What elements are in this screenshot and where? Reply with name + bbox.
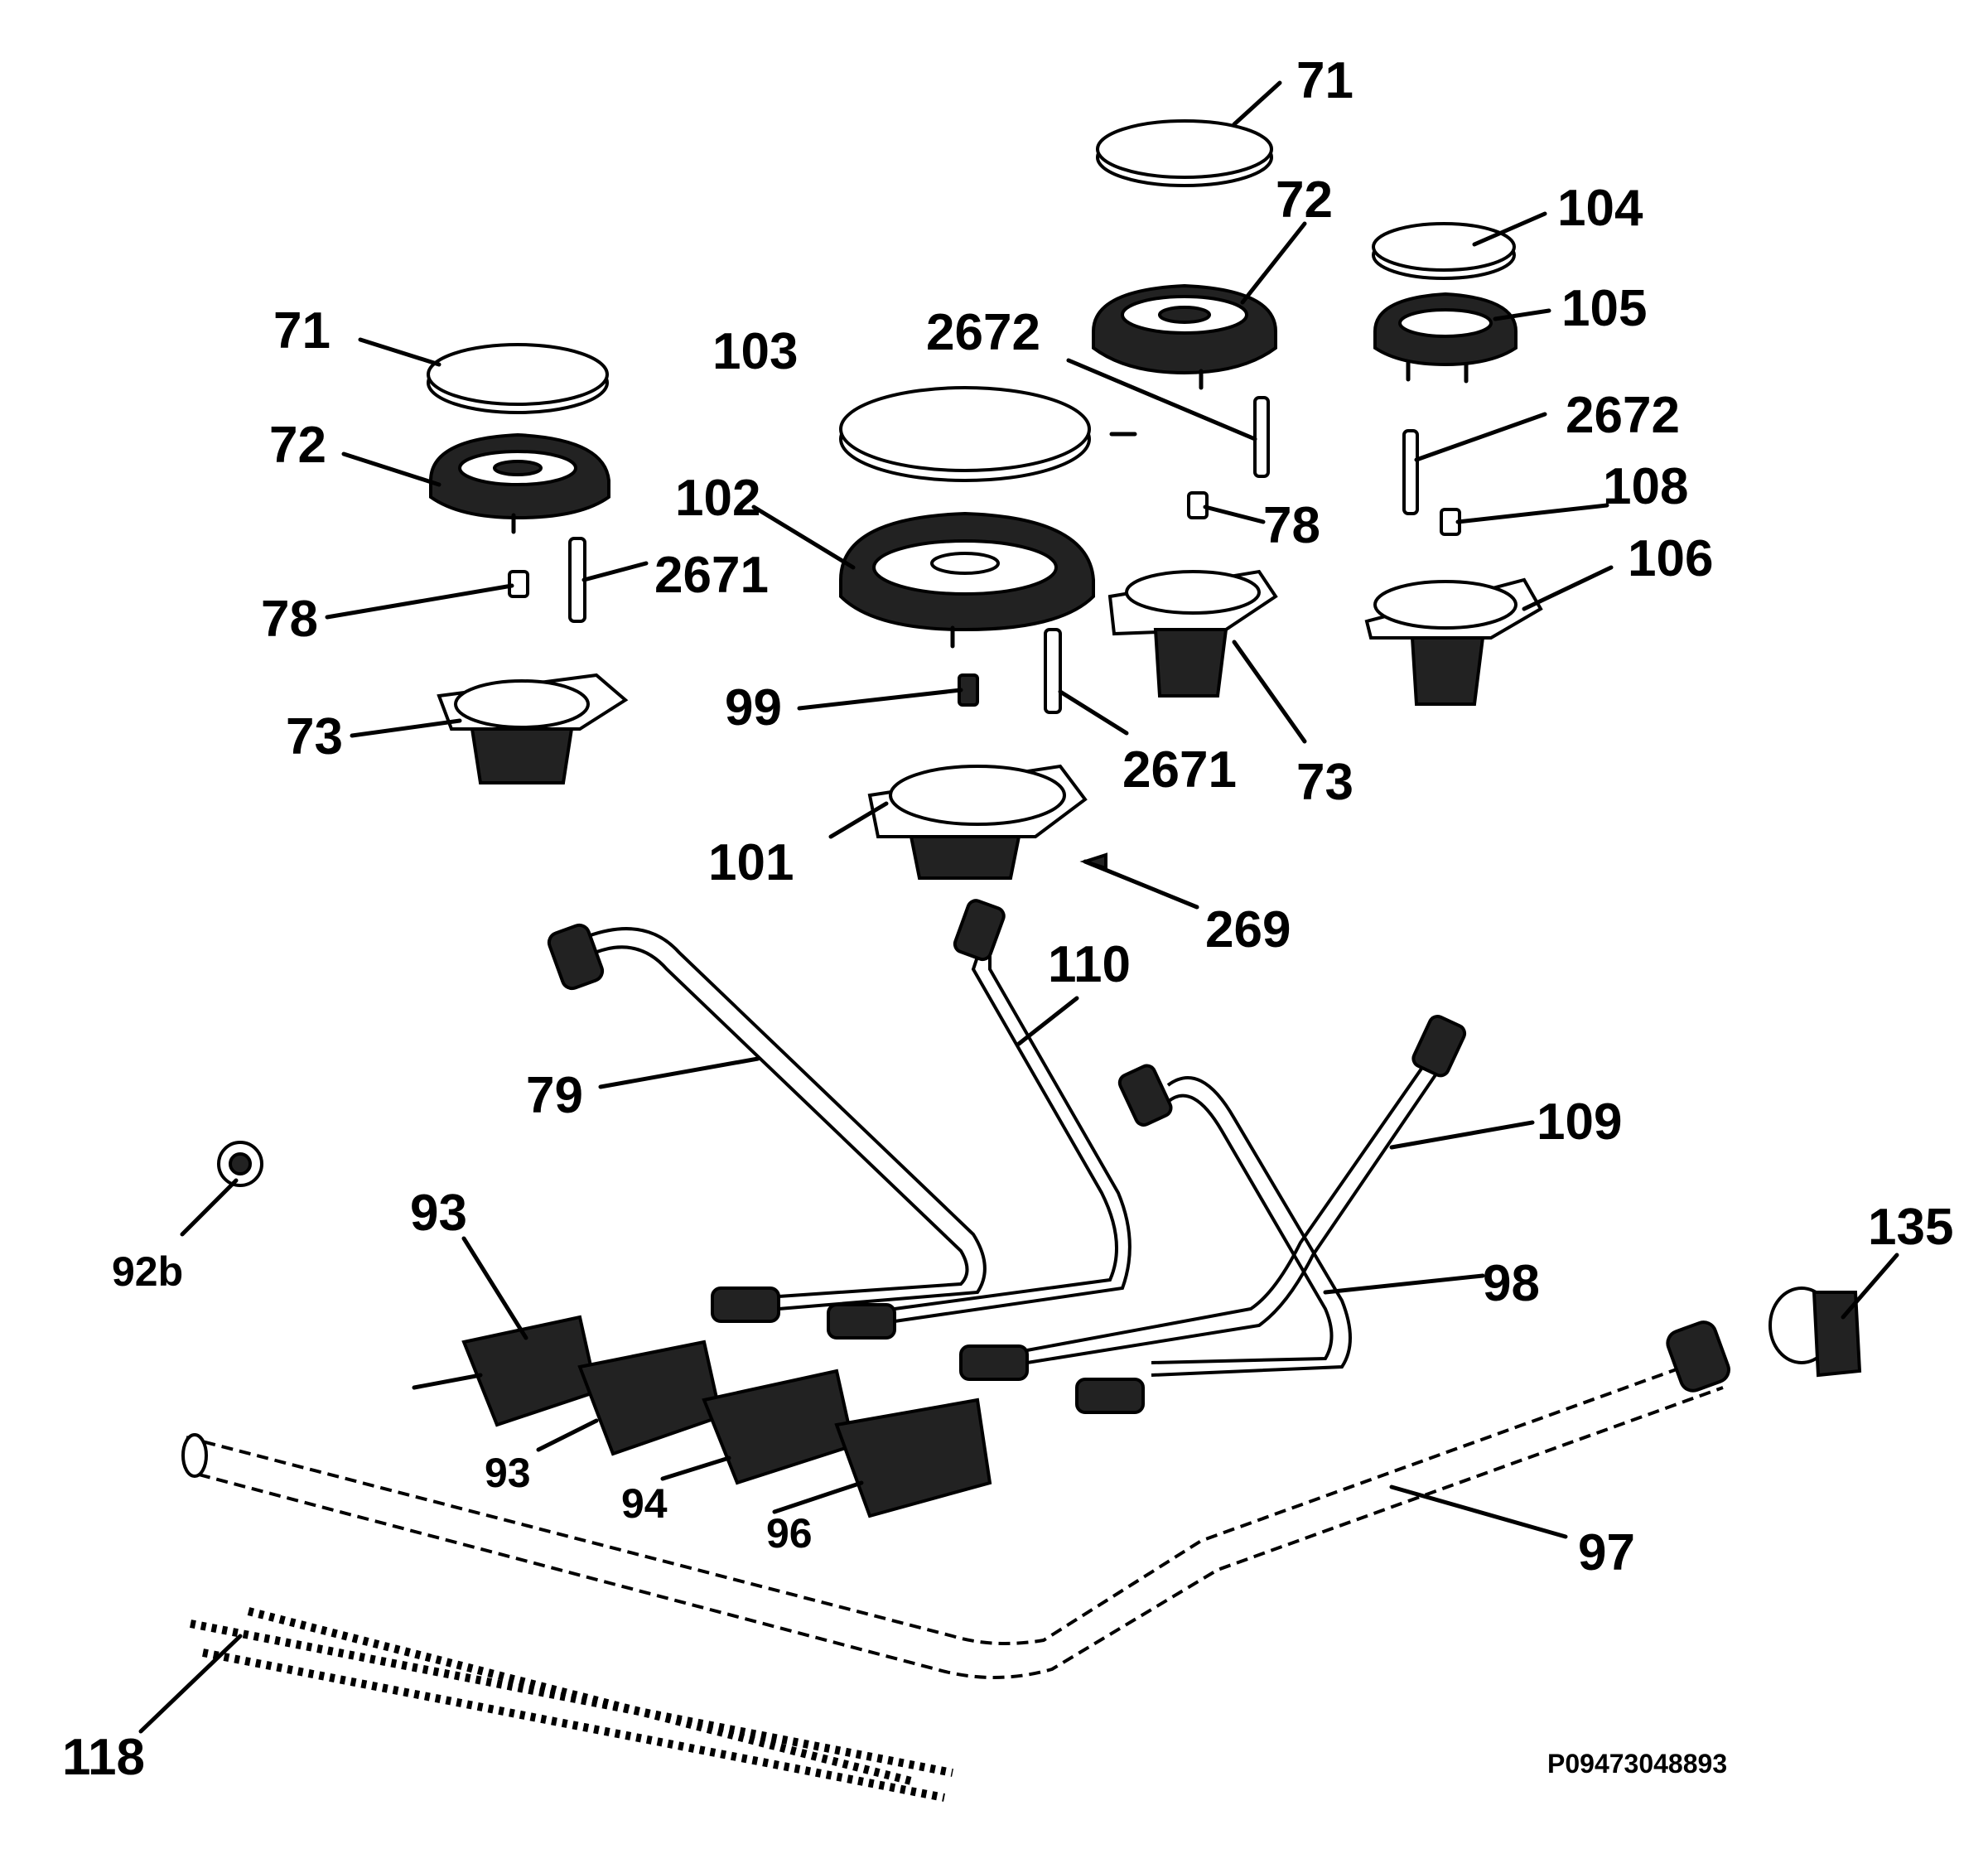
label-72-top: 72 <box>1276 171 1333 229</box>
label-79: 79 <box>526 1067 583 1124</box>
label-73-right: 73 <box>1296 754 1353 811</box>
part-104-cap-small <box>1372 222 1516 280</box>
part-94-tap <box>702 1369 856 1485</box>
label-78-right: 78 <box>1263 497 1320 554</box>
label-2672-a: 2672 <box>926 304 1040 361</box>
part-101-base <box>867 764 1088 880</box>
label-99: 99 <box>725 679 782 736</box>
label-269: 269 <box>1205 901 1291 958</box>
part-71-cap-top <box>1096 119 1273 187</box>
label-78-left: 78 <box>261 591 318 648</box>
part-93-tap-b <box>577 1340 723 1456</box>
part-79-pipe <box>547 923 987 1323</box>
part-98-pipe <box>1075 1064 1352 1414</box>
label-109: 109 <box>1537 1093 1622 1151</box>
part-2671-electrode-b <box>1044 628 1062 714</box>
label-2672-b: 2672 <box>1566 387 1680 444</box>
part-92b-knob-part <box>217 1141 263 1187</box>
part-72-crown-left <box>429 432 610 534</box>
label-2671-a: 2671 <box>654 547 769 604</box>
part-72-crown-top <box>1092 283 1277 390</box>
part-2672-electrode-a <box>1253 396 1270 478</box>
label-72-left: 72 <box>269 417 326 474</box>
label-93-top: 93 <box>410 1185 467 1242</box>
drawing-code: P09473048893 <box>1547 1749 1727 1779</box>
label-108: 108 <box>1603 458 1688 515</box>
part-96-tap <box>834 1398 992 1518</box>
leader-lines <box>138 80 1899 1734</box>
label-135: 135 <box>1868 1199 1953 1256</box>
label-92b: 92b <box>112 1248 183 1295</box>
label-106: 106 <box>1628 530 1713 587</box>
label-98: 98 <box>1483 1255 1540 1312</box>
label-2671-b: 2671 <box>1122 741 1237 799</box>
part-109-pipe <box>959 1014 1467 1381</box>
label-104: 104 <box>1557 180 1643 237</box>
part-118-bracket <box>190 1607 953 1802</box>
part-73-base-right <box>1107 569 1278 698</box>
label-96: 96 <box>766 1510 813 1557</box>
label-103: 103 <box>712 323 798 380</box>
part-93-tap-a <box>412 1315 599 1427</box>
label-71-left: 71 <box>273 302 331 360</box>
part-2672-electrode-b <box>1402 429 1419 515</box>
label-97: 97 <box>1578 1524 1635 1581</box>
label-105: 105 <box>1561 280 1647 337</box>
label-93-bottom: 93 <box>485 1450 531 1496</box>
part-110-pipe <box>827 899 1132 1340</box>
part-105-crown-small <box>1373 292 1518 384</box>
label-118: 118 <box>62 1729 145 1786</box>
part-71-cap-left <box>427 343 609 414</box>
label-73-left: 73 <box>286 708 343 765</box>
label-71-top: 71 <box>1296 52 1353 109</box>
part-103-cap-large <box>839 386 1091 482</box>
label-101: 101 <box>708 834 794 891</box>
label-94: 94 <box>621 1480 668 1527</box>
label-110: 110 <box>1048 936 1131 993</box>
part-73-base-left <box>437 673 629 784</box>
part-97-manifold <box>181 1320 1730 1679</box>
part-106-base <box>1364 577 1543 706</box>
part-135-connector <box>1768 1286 1862 1378</box>
label-102: 102 <box>675 470 760 527</box>
part-102-crown-large <box>839 511 1095 649</box>
